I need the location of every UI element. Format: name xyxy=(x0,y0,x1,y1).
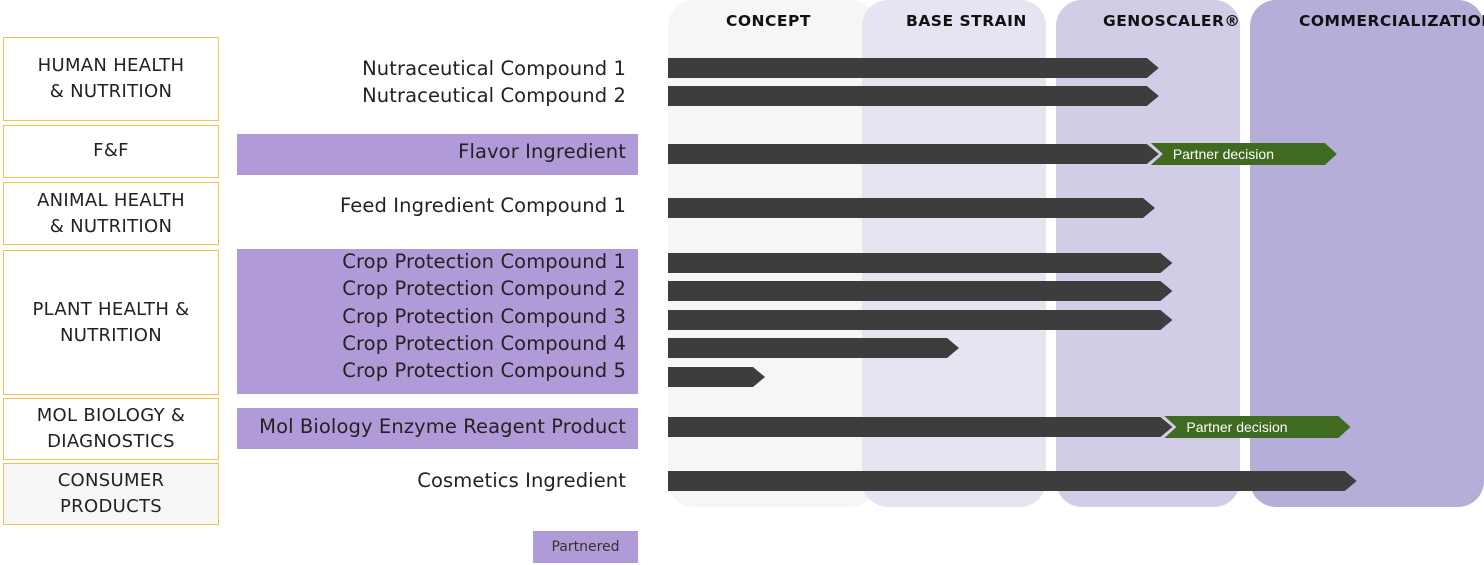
category-human-health: HUMAN HEALTH & NUTRITION xyxy=(3,37,219,121)
phase-header-genoscaler: GENOSCALER® xyxy=(1103,12,1241,30)
category-plant-health: PLANT HEALTH & NUTRITION xyxy=(3,250,219,395)
product-label: Nutraceutical Compound 2 xyxy=(362,84,626,107)
category-animal-health: ANIMAL HEALTH & NUTRITION xyxy=(3,182,219,245)
phase-header-commercialization: COMMERCIALIZATION xyxy=(1299,12,1484,30)
product-label: Flavor Ingredient xyxy=(458,140,626,163)
progress-bar xyxy=(668,253,1173,273)
progress-bar xyxy=(668,310,1173,330)
product-label: Crop Protection Compound 5 xyxy=(342,359,626,382)
product-label: Crop Protection Compound 1 xyxy=(342,250,626,273)
partnered-band-mol-biology xyxy=(237,408,638,449)
partner-decision-label: Partner decision xyxy=(1173,146,1274,162)
product-label: Nutraceutical Compound 1 xyxy=(362,57,626,80)
progress-bar xyxy=(668,198,1155,218)
progress-bar xyxy=(668,144,1159,164)
product-label: Cosmetics Ingredient xyxy=(417,469,626,492)
phase-header-base-strain: BASE STRAIN xyxy=(906,12,1027,30)
progress-bar xyxy=(668,281,1173,301)
product-label: Feed Ingredient Compound 1 xyxy=(340,194,626,217)
partner-decision-arrow xyxy=(1150,143,1337,165)
product-label: Mol Biology Enzyme Reagent Product xyxy=(259,415,626,438)
category-f-and-f: F&F xyxy=(3,125,219,178)
progress-bar xyxy=(668,417,1173,437)
category-consumer-products: CONSUMER PRODUCTS xyxy=(3,463,219,525)
partner-decision-label: Partner decision xyxy=(1186,419,1287,435)
progress-bar xyxy=(668,338,959,358)
partner-decision-arrow xyxy=(1164,416,1351,438)
legend-partnered: Partnered xyxy=(533,531,638,563)
phase-header-concept: CONCEPT xyxy=(726,12,811,30)
progress-bar xyxy=(668,471,1357,491)
progress-bar xyxy=(668,86,1159,106)
progress-bar xyxy=(668,367,765,387)
product-label: Crop Protection Compound 3 xyxy=(342,305,626,328)
category-mol-biology: MOL BIOLOGY & DIAGNOSTICS xyxy=(3,398,219,460)
partnered-band-crop-protection xyxy=(237,249,638,394)
progress-bar xyxy=(668,58,1159,78)
partnered-band-flavor xyxy=(237,134,638,175)
product-label: Crop Protection Compound 2 xyxy=(342,277,626,300)
product-label: Crop Protection Compound 4 xyxy=(342,332,626,355)
